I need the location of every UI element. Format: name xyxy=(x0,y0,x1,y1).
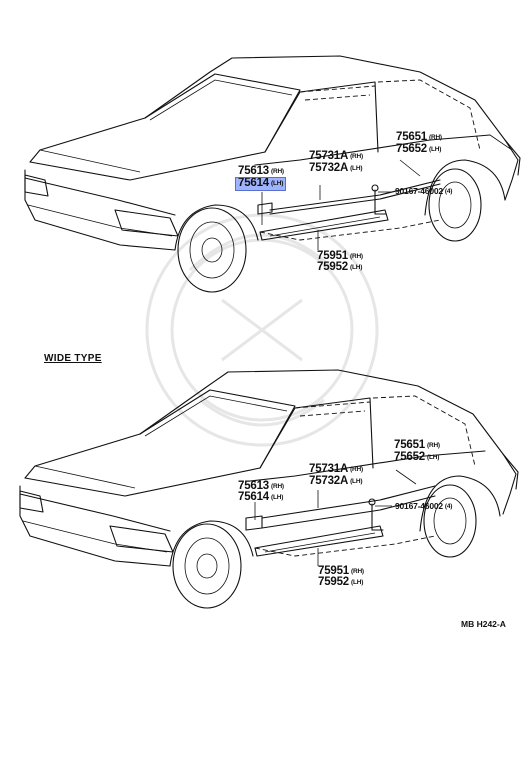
part-label-75951-bottom[interactable]: 75951(RH) xyxy=(318,565,364,577)
part-label-75952-top[interactable]: 75952(LH) xyxy=(317,261,363,273)
part-label-75951-top[interactable]: 75951(RH) xyxy=(317,250,363,262)
part-label-75732A-top[interactable]: 75732A(LH) xyxy=(309,162,363,174)
part-label-75952-bottom[interactable]: 75952(LH) xyxy=(318,576,364,588)
part-label-75613-top[interactable]: 75613(RH) xyxy=(238,165,284,177)
part-label-75613-bottom[interactable]: 75613(RH) xyxy=(238,480,284,492)
car-bottom xyxy=(19,369,519,609)
part-label-75731A-top[interactable]: 75731A(RH) xyxy=(309,150,364,162)
part-label-75652-top[interactable]: 75652(LH) xyxy=(396,143,442,155)
part-label-90167-top[interactable]: 90167-46002(4) xyxy=(395,186,453,196)
part-label-75651-top[interactable]: 75651(RH) xyxy=(396,131,442,143)
part-label-75651-bottom[interactable]: 75651(RH) xyxy=(394,439,440,451)
car-top xyxy=(24,55,521,293)
part-label-75652-bottom[interactable]: 75652(LH) xyxy=(394,451,440,463)
part-label-90167-bottom[interactable]: 90167-46002(4) xyxy=(395,501,453,511)
part-label-75614-bottom[interactable]: 75614(LH) xyxy=(238,491,284,503)
part-label-75614-top[interactable]: 75614(LH) xyxy=(234,177,287,191)
section-label-wide-type: WIDE TYPE xyxy=(44,353,102,364)
part-label-75732A-bottom[interactable]: 75732A(LH) xyxy=(309,475,363,487)
figure-code: MB H242-A xyxy=(461,619,506,629)
part-label-75731A-bottom[interactable]: 75731A(RH) xyxy=(309,463,364,475)
